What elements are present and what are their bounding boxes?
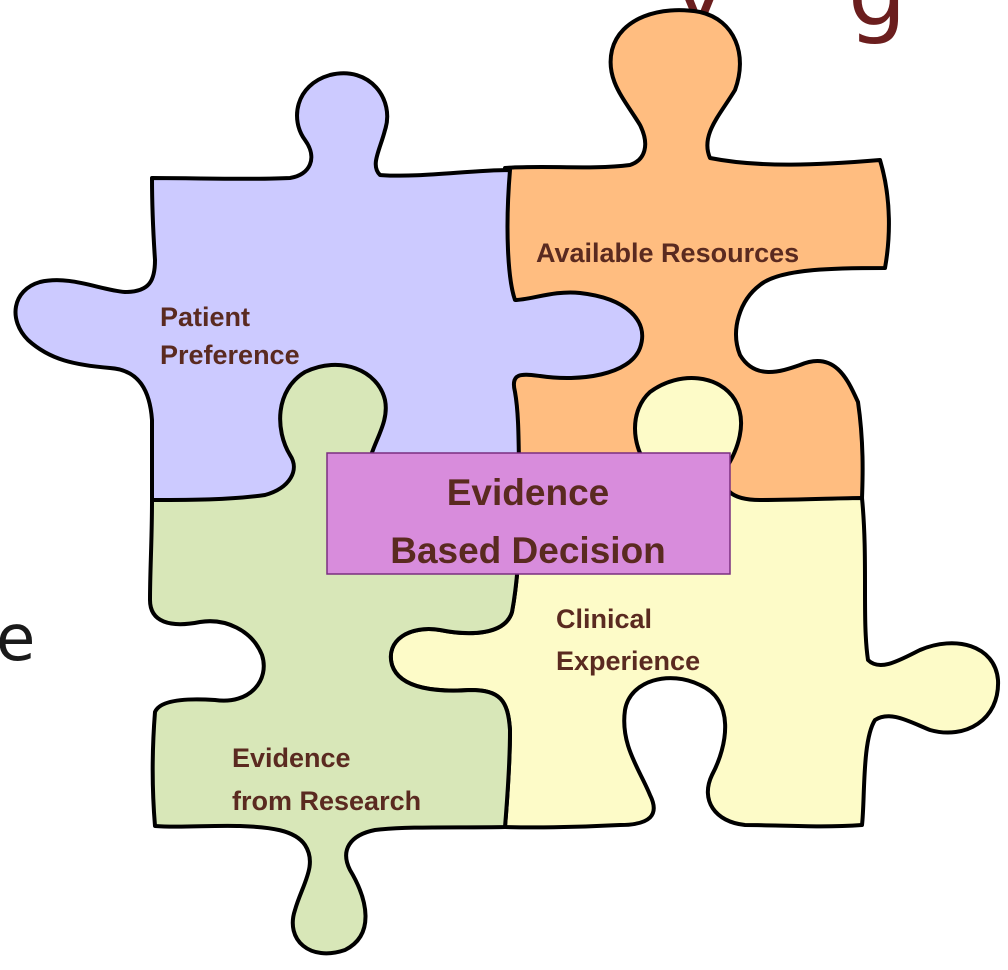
center-label-line2: Based Decision	[390, 530, 666, 571]
available-resources-label: Available Resources	[536, 238, 799, 268]
center-label-line1: Evidence	[447, 472, 609, 513]
evidence-from-research-label-line2: from Research	[232, 786, 421, 816]
evidence-from-research-label-line1: Evidence	[232, 743, 351, 773]
patient-preference-label-line2: Preference	[160, 340, 300, 370]
clinical-experience-label-line1: Clinical	[556, 604, 652, 634]
patient-preference-label-line1: Patient	[160, 302, 250, 332]
puzzle-piece-patient-preference	[13, 71, 645, 503]
left-text-fragment: e	[0, 602, 35, 676]
center-decision-box	[326, 452, 731, 575]
clinical-experience-label-line2: Experience	[556, 646, 700, 676]
title-fragment-2: g	[848, 0, 906, 47]
